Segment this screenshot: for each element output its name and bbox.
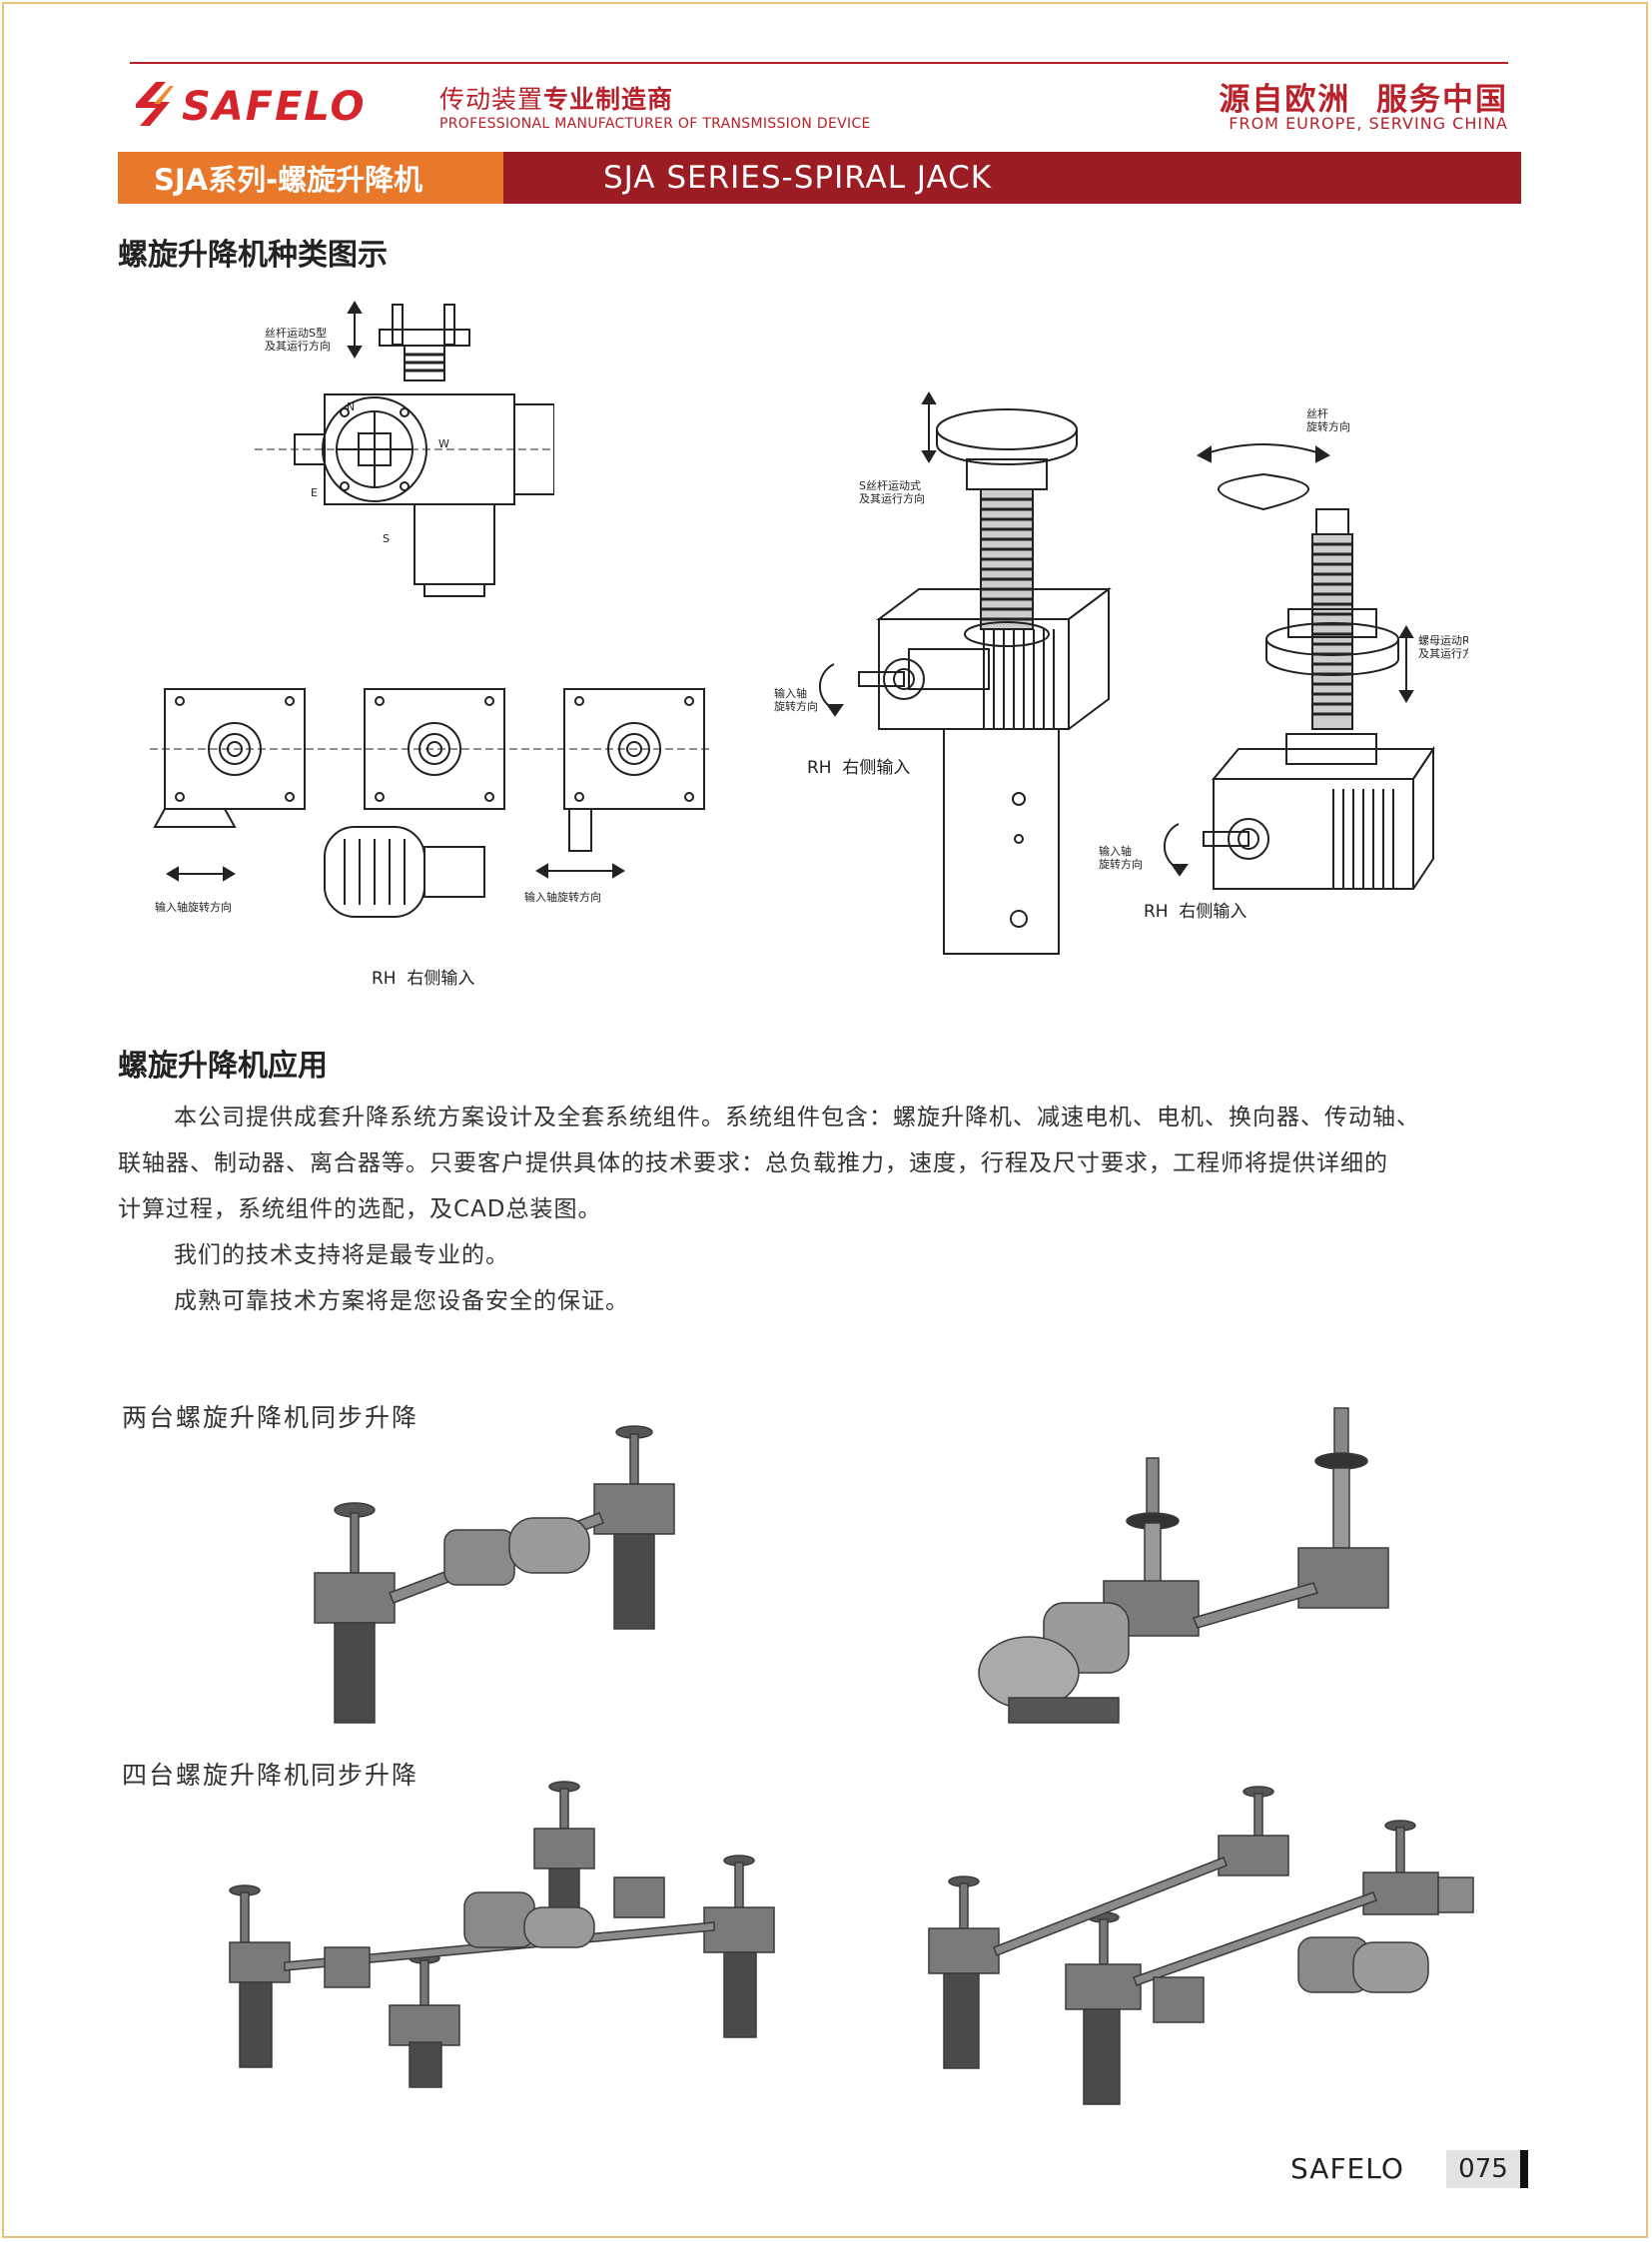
title-bar-en: SJA SERIES-SPIRAL JACK [503, 152, 1521, 204]
svg-text:SAFELO: SAFELO [182, 84, 366, 130]
svg-text:及其运行方向: 及其运行方向 [1418, 646, 1468, 660]
paragraph-line: 成熟可靠技术方案将是您设备安全的保证。 [174, 1288, 629, 1314]
svg-text:RH 右侧输入: RH 右侧输入 [807, 758, 910, 778]
footer-brand: SAFELO [1290, 2152, 1404, 2185]
jack-r-type-drawing: 丝杆 旋转方向 螺母运动R型 及其运行方向 输入轴 旋转方向 RH 右侧输入 [1089, 399, 1468, 929]
svg-text:W: W [438, 437, 449, 450]
paragraph-line: 本公司提供成套升降系统方案设计及全套系统组件。系统组件包含：螺旋升降机、减速电机… [174, 1105, 1420, 1130]
svg-text:螺母运动R型: 螺母运动R型 [1418, 633, 1468, 647]
svg-text:RH 右侧输入: RH 右侧输入 [1144, 902, 1246, 922]
header-slogan-cn: 源自欧洲 服务中国 [1219, 82, 1508, 118]
svg-text:E: E [311, 486, 318, 499]
svg-text:S丝杆运动式: S丝杆运动式 [859, 478, 921, 492]
svg-text:S: S [383, 532, 390, 545]
application-heading: 螺旋升降机应用 [118, 1049, 328, 1084]
paragraph-line: 我们的技术支持将是最专业的。 [174, 1242, 509, 1268]
svg-text:及其运行方向: 及其运行方向 [265, 339, 331, 353]
four-jacks-photo-left [225, 1773, 784, 2096]
two-jacks-heading: 两台螺旋升降机同步升降 [122, 1403, 419, 1432]
page-number: 075 [1446, 2150, 1528, 2188]
two-jacks-photo-left [300, 1418, 699, 1732]
title-bar-cn: SJA系列-螺旋升降机 [118, 152, 503, 204]
svg-text:输入轴: 输入轴 [774, 686, 807, 700]
application-paragraph: 本公司提供成套升降系统方案设计及全套系统组件。系统组件包含：螺旋升降机、减速电机… [118, 1095, 1521, 1324]
svg-text:旋转方向: 旋转方向 [1306, 419, 1350, 433]
header-tagline-cn: 传动装置专业制造商 [439, 85, 674, 114]
four-jacks-heading: 四台螺旋升降机同步升降 [122, 1761, 419, 1790]
header-rule [130, 62, 1508, 64]
jack-s-type-drawing: S丝杆运动式 及其运行方向 输入轴 旋转方向 RH 右侧输入 [749, 389, 1129, 969]
safelo-logo: SAFELO [130, 78, 419, 130]
svg-text:输入轴: 输入轴 [1099, 844, 1132, 858]
paragraph-line: 计算过程，系统组件的选配，及CAD总装图。 [118, 1196, 602, 1222]
logo-mark-icon [136, 82, 174, 126]
title-bar: SJA系列-螺旋升降机 SJA SERIES-SPIRAL JACK [118, 152, 1521, 204]
svg-text:丝杆: 丝杆 [1306, 406, 1328, 420]
svg-text:及其运行方向: 及其运行方向 [859, 491, 925, 505]
four-jacks-photo-right [924, 1778, 1503, 2111]
jack-plan-views-drawing: 输入轴旋转方向 输入轴旋转方向 RH 右侧输入 [150, 679, 709, 999]
types-heading: 螺旋升降机种类图示 [118, 238, 388, 273]
svg-text:旋转方向: 旋转方向 [1099, 857, 1143, 871]
svg-text:旋转方向: 旋转方向 [774, 699, 818, 713]
svg-text:N: N [347, 400, 355, 413]
svg-text:丝杆运动S型: 丝杆运动S型 [265, 326, 327, 340]
svg-text:输入轴旋转方向: 输入轴旋转方向 [155, 900, 232, 914]
header-slogan-en: FROM EUROPE, SERVING CHINA [1229, 114, 1508, 133]
jack-top-view-drawing: 丝杆运动S型 及其运行方向 N W E S [255, 285, 554, 604]
paragraph-line: 联轴器、制动器、离合器等。只要客户提供具体的技术要求：总负载推力，速度，行程及尺… [118, 1150, 1388, 1176]
svg-text:输入轴旋转方向: 输入轴旋转方向 [524, 890, 601, 904]
svg-text:RH 右侧输入: RH 右侧输入 [372, 969, 474, 989]
two-jacks-photo-right [969, 1403, 1428, 1737]
header-tagline-en: PROFESSIONAL MANUFACTURER OF TRANSMISSIO… [439, 116, 871, 132]
